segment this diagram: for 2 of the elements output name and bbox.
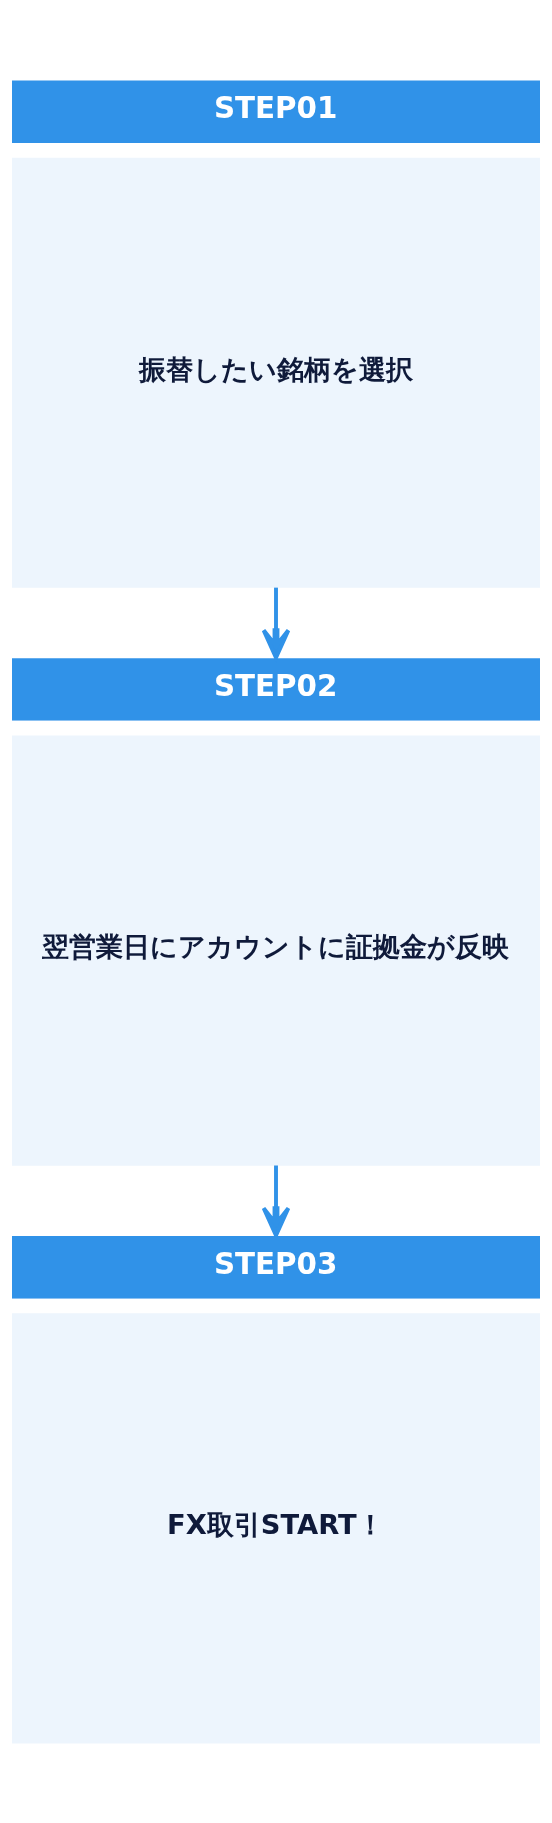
arrow xyxy=(261,587,291,660)
arrow xyxy=(261,1165,291,1238)
